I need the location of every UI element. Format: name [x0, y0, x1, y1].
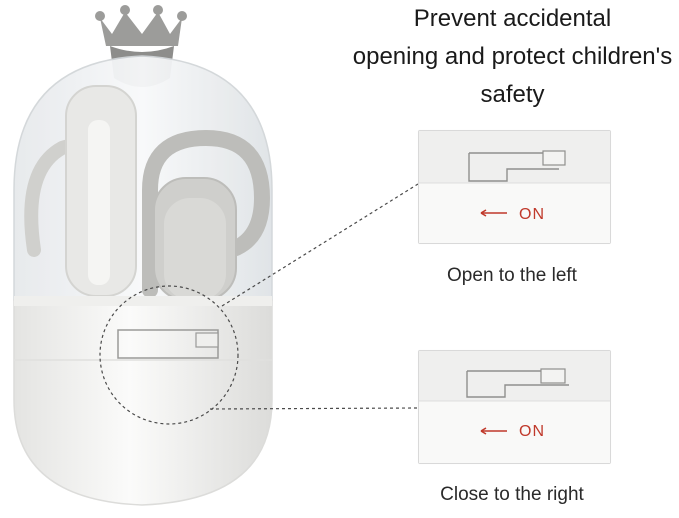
- lock-close-illustration: [419, 351, 610, 463]
- headline-line-2: opening and protect children's: [352, 43, 673, 70]
- close-detail-panel: ON: [418, 350, 611, 464]
- caption-open: Open to the left: [447, 265, 577, 286]
- on-label-close: ON: [519, 423, 545, 440]
- on-label-open: ON: [519, 206, 545, 223]
- lock-open-illustration: [419, 131, 610, 243]
- zoom-circle: [99, 285, 239, 425]
- case-base: [13, 299, 273, 506]
- caption-close: Close to the right: [440, 484, 584, 505]
- headline-line-1: Prevent accidental: [413, 5, 612, 32]
- open-detail-panel: ON: [418, 130, 611, 244]
- connector-line-top: [221, 183, 419, 307]
- right-scissors-icon: [142, 129, 271, 298]
- headline: Prevent accidental opening and protect c…: [330, 0, 679, 114]
- headline-line-3: safety: [480, 81, 545, 108]
- connector-line-bottom: [209, 407, 419, 410]
